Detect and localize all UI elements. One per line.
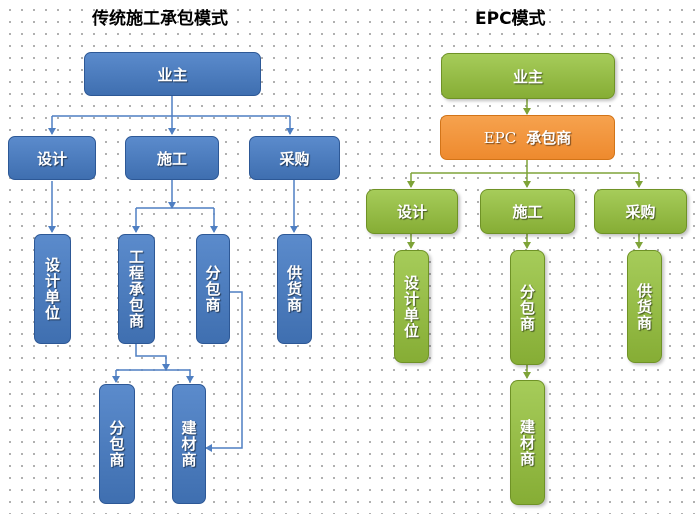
- construction-box: 施工: [125, 136, 219, 180]
- contractor-down-line: [135, 344, 170, 371]
- epc-design-box: 设计: [366, 189, 458, 234]
- subcontractor-to-material-line: [205, 291, 243, 452]
- design-box: 设计: [8, 136, 96, 180]
- epc-contractor-suffix: 承包商: [526, 129, 572, 147]
- epc-contractor-box: EPC 承包商: [440, 115, 615, 160]
- epc-construction-box: 施工: [480, 189, 575, 234]
- general-contractor-box: 工程承包商: [118, 234, 155, 344]
- sub-subcontractor-box: 分包商: [99, 384, 135, 504]
- traditional-model-title: 传统施工承包模式: [92, 9, 228, 29]
- epc-design-unit-box: 设计单位: [394, 250, 429, 363]
- epc-model-title: EPC模式: [475, 9, 546, 29]
- epc-supplier-box: 供货商: [627, 250, 662, 363]
- design-unit-box: 设计单位: [34, 234, 71, 344]
- epc-material-supplier-box: 建材商: [510, 380, 545, 505]
- epc-owner-box: 业主: [441, 53, 615, 99]
- epc-procurement-box: 采购: [594, 189, 687, 234]
- material-supplier-box-left: 建材商: [172, 384, 206, 504]
- epc-subcontractor-box: 分包商: [510, 250, 545, 365]
- supplier-box: 供货商: [277, 234, 312, 344]
- procurement-box: 采购: [249, 136, 340, 180]
- owner-box: 业主: [84, 52, 261, 96]
- subcontractor-box: 分包商: [196, 234, 230, 344]
- epc-contractor-prefix: EPC: [483, 128, 517, 147]
